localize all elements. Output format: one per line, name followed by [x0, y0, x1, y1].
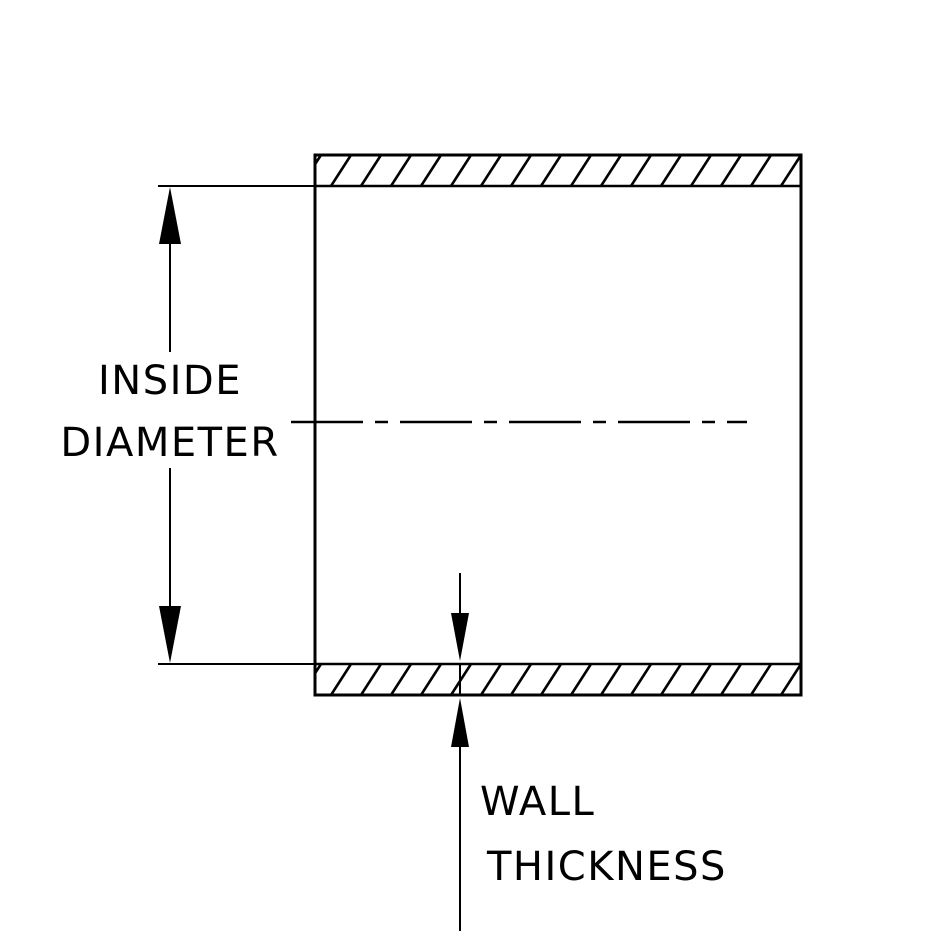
arrow-up-icon [159, 187, 181, 244]
inside-diameter-label-line1: INSIDE [98, 358, 242, 404]
inside-diameter-label-line2: DIAMETER [60, 420, 279, 466]
wall-thickness-label-line1: WALL [480, 779, 595, 825]
hose-cross-section [291, 153, 803, 697]
top-wall-hatching [316, 156, 800, 185]
wall-thickness-label-line2: THICKNESS [486, 844, 727, 890]
hose-outline [313, 153, 803, 697]
arrow-down-icon [159, 606, 181, 663]
wall-thickness-callout: WALL THICKNESS [451, 573, 727, 931]
arrow-up-icon [451, 698, 469, 747]
arrow-down-icon [451, 613, 469, 661]
bottom-wall-hatching [316, 665, 800, 694]
inside-diameter-dimension: INSIDE DIAMETER [60, 185, 315, 665]
